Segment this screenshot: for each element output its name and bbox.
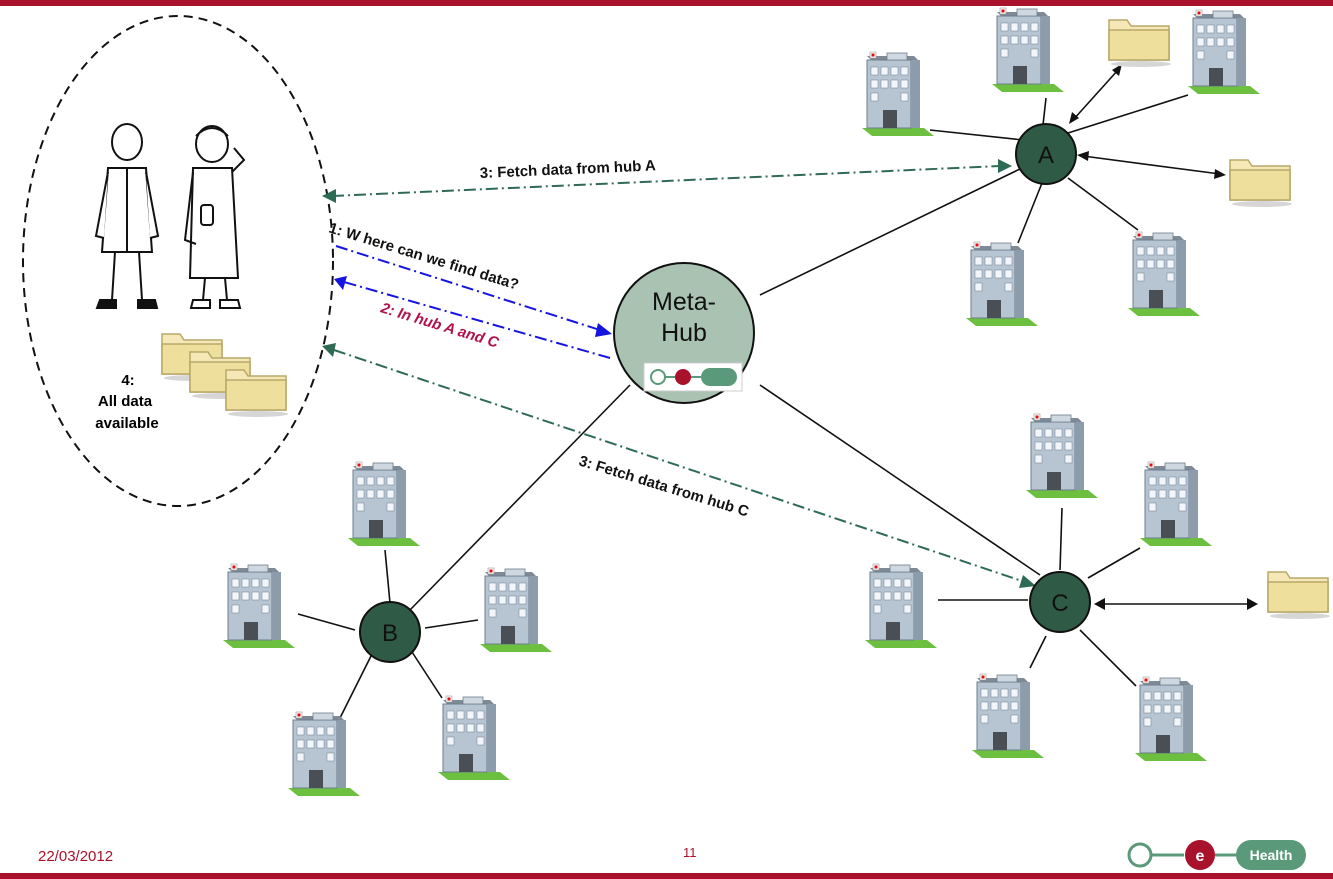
hospital-icon (347, 461, 421, 547)
hospital-icon (479, 567, 553, 653)
step4-number: 4: (121, 372, 134, 389)
hospital-icon (1025, 413, 1099, 499)
bottom-accent-bar (0, 873, 1333, 879)
hub-c-label: C (1051, 590, 1068, 617)
hospital-icon (861, 51, 935, 137)
hospital-icon (222, 563, 296, 649)
hospital-icon (971, 673, 1045, 759)
step4-line1: All data (98, 393, 153, 410)
fetch-c-arrow (333, 349, 1026, 583)
hospital-icon (1187, 9, 1261, 95)
step3a-label: 3: Fetch data from hub A (479, 157, 656, 182)
step1-label: 1: W here can we find data? (327, 220, 521, 294)
hospital-icon (991, 7, 1065, 93)
page-number: 11 (683, 845, 697, 860)
folder-icon (1267, 571, 1331, 620)
ehealth-logo-e-circle (1185, 840, 1215, 870)
patient-icon (183, 125, 246, 309)
hospital-icon (864, 563, 938, 649)
metahub-title-line2: Hub (661, 319, 707, 347)
ehealth-logo: e Health (1127, 840, 1306, 870)
ehealth-logo-e: e (1196, 848, 1205, 865)
answer-arrow (343, 281, 611, 359)
hospital-icon (1139, 461, 1213, 547)
hub-b: B (359, 601, 421, 663)
step4-line2: available (95, 415, 158, 432)
hub-b-label: B (382, 620, 398, 647)
step2-label: 2: In hub A and C (378, 299, 502, 352)
meta-hub: Meta- Hub (613, 262, 755, 404)
user-group-ellipse (22, 15, 334, 507)
footer-date: 22/03/2012 (38, 848, 114, 865)
folder-icon (225, 369, 289, 418)
folder-icon (1108, 19, 1172, 68)
top-accent-bar (0, 0, 1333, 6)
ehealth-logo-health: Health (1250, 847, 1293, 863)
hospital-icon (965, 241, 1039, 327)
hub-c: C (1029, 571, 1091, 633)
metahub-title-line1: Meta- (652, 288, 716, 316)
hospital-icon (1134, 676, 1208, 762)
folder-icon (1229, 159, 1293, 208)
step3c-label: 3: Fetch data from hub C (577, 453, 751, 521)
fetch-a-arrow (331, 165, 1001, 197)
hospital-icon (437, 695, 511, 781)
doctor-icon (94, 123, 160, 309)
hub-a: A (1015, 123, 1077, 185)
hospital-icon (287, 711, 361, 797)
hospital-icon (1127, 231, 1201, 317)
hub-a-label: A (1038, 142, 1054, 169)
query-arrow (335, 245, 601, 331)
